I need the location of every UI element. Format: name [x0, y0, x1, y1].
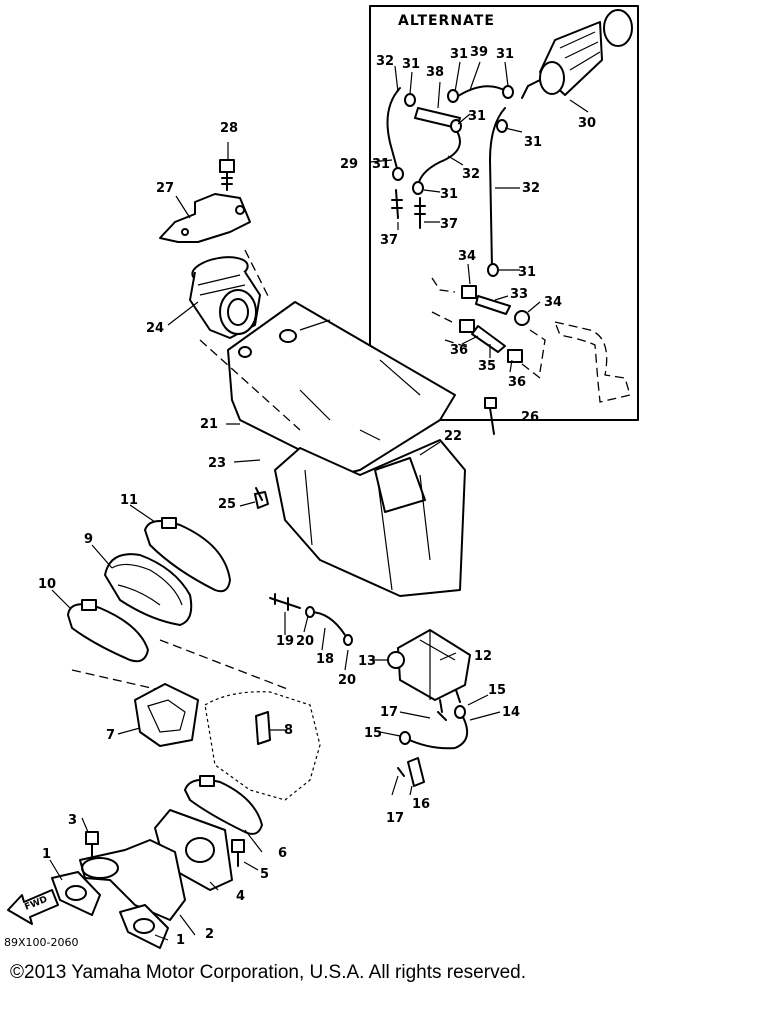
callout-10: 10: [38, 577, 56, 592]
callout-9: 9: [84, 532, 93, 547]
callout-7: 7: [106, 728, 115, 743]
intake-hose-9: [104, 553, 193, 626]
alternate-box-frame: [369, 5, 639, 421]
callout-1: 1: [42, 847, 51, 862]
alternate-box-title: ALTERNATE: [398, 13, 495, 29]
outlet-pipe: [553, 321, 631, 403]
gasket-7: [134, 683, 199, 747]
fwd-arrow-icon: FWD: [7, 889, 59, 925]
bolt-28: [219, 159, 235, 191]
part-callouts: 1 1 2 3 4 5 6 7 8 9 10 11 12 13 14 15 15…: [38, 45, 596, 948]
callout-17: 17: [386, 811, 404, 826]
callout-15: 15: [488, 683, 506, 698]
dashed-assembly-guide: [71, 249, 301, 691]
bolt-5: [231, 839, 245, 867]
callout-31: 31: [468, 109, 486, 124]
callout-31: 31: [372, 157, 390, 172]
callout-23: 23: [208, 456, 226, 471]
hose-clips: [392, 85, 514, 277]
callout-36: 36: [450, 343, 468, 358]
copyright-notice: ©2013 Yamaha Motor Corporation, U.S.A. A…: [10, 962, 526, 983]
callout-25: 25: [218, 497, 236, 512]
callout-15: 15: [364, 726, 382, 741]
bracket-27: [159, 193, 251, 243]
callout-18: 18: [316, 652, 334, 667]
fitting-37-left: [391, 189, 403, 219]
callout-12: 12: [474, 649, 492, 664]
callout-22: 22: [444, 429, 462, 444]
callout-39: 39: [470, 45, 488, 60]
callout-26: 26: [521, 410, 539, 425]
callout-33: 33: [510, 287, 528, 302]
callout-34: 34: [458, 249, 476, 264]
callout-1: 1: [176, 933, 185, 948]
clamp-10: [67, 603, 149, 663]
callout-2: 2: [205, 927, 214, 942]
main-leaders: [49, 142, 501, 941]
callout-31: 31: [518, 265, 536, 280]
callout-32: 32: [522, 181, 540, 196]
callout-3: 3: [68, 813, 77, 828]
callout-19: 19: [276, 634, 294, 649]
dashed-hose-guides: [431, 277, 546, 379]
fuel-pump-12: [387, 629, 471, 713]
callout-36: 36: [508, 375, 526, 390]
callout-32: 32: [376, 54, 394, 69]
callout-6: 6: [278, 846, 287, 861]
callout-37: 37: [380, 233, 398, 248]
intake-duct-24: [189, 256, 261, 339]
hose-39: [454, 85, 509, 99]
callout-30: 30: [578, 116, 596, 131]
callout-31: 31: [496, 47, 514, 62]
screw-26: [484, 397, 497, 435]
carburetor-outline: [204, 691, 321, 801]
callout-34: 34: [544, 295, 562, 310]
callout-31: 31: [524, 135, 542, 150]
callout-11: 11: [120, 493, 138, 508]
callout-20: 20: [338, 673, 356, 688]
callout-13: 13: [358, 654, 376, 669]
hose-32-middle: [417, 127, 461, 187]
callout-31: 31: [440, 187, 458, 202]
callout-16: 16: [412, 797, 430, 812]
callout-28: 28: [220, 121, 238, 136]
intake-manifold-2: [79, 839, 186, 921]
callout-20: 20: [296, 634, 314, 649]
callout-29: 29: [340, 157, 358, 172]
fuel-hose-14: [404, 714, 469, 750]
fuel-hose-18: [309, 611, 346, 636]
callout-31: 31: [450, 47, 468, 62]
clip-17: [397, 711, 447, 777]
gasket-1-upper: [51, 871, 101, 916]
silencer-case-22: [274, 439, 466, 597]
bolt-25: [254, 487, 269, 509]
pipe-16: [407, 757, 425, 787]
callout-27: 27: [156, 181, 174, 196]
t-joint-assembly: [459, 285, 530, 363]
fuel-filter-part: [521, 9, 633, 99]
fuel-joint-19: [269, 593, 301, 611]
callout-21: 21: [200, 417, 218, 432]
callout-38: 38: [426, 65, 444, 80]
hose-32-left: [386, 87, 401, 173]
callout-4: 4: [236, 889, 245, 904]
callout-24: 24: [146, 321, 164, 336]
callout-17: 17: [380, 705, 398, 720]
callout-35: 35: [478, 359, 496, 374]
callout-5: 5: [260, 867, 269, 882]
hose-32-long: [489, 107, 506, 269]
callout-31: 31: [402, 57, 420, 72]
callout-32: 32: [462, 167, 480, 182]
callout-37: 37: [440, 217, 458, 232]
diagram-reference-code: 89X100-2060: [4, 936, 79, 949]
pin-8: [255, 711, 271, 745]
fitting-37-right: [414, 197, 426, 229]
alternate-leaders: [369, 61, 589, 373]
alternate-inset: ALTERNATE: [369, 5, 639, 421]
callout-8: 8: [284, 723, 293, 738]
callout-14: 14: [502, 705, 520, 720]
